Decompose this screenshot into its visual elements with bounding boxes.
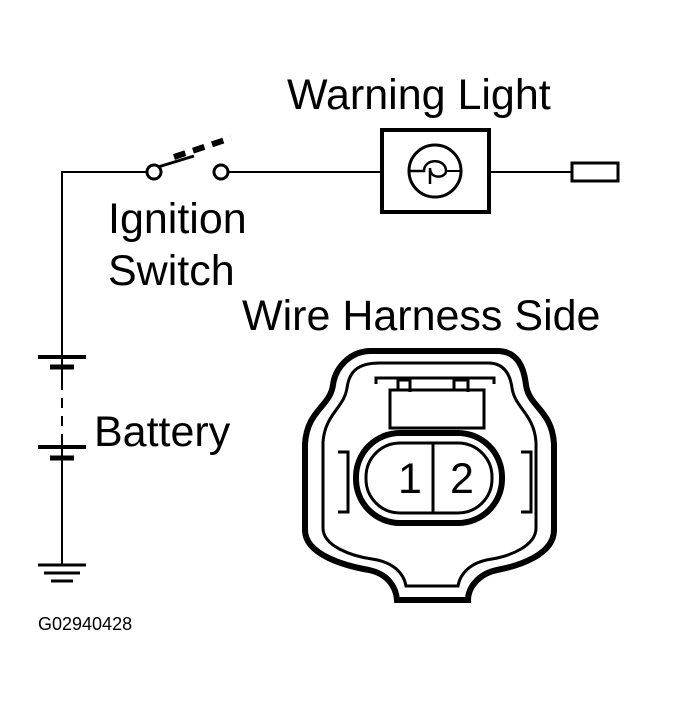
terminal-number-1: 1 [398,455,422,503]
open-switch-icon [145,135,232,181]
terminal-icon [570,161,620,183]
connector-icon [302,348,557,603]
battery-label: Battery [94,408,231,456]
battery-icon [38,355,86,461]
lamp-icon [380,128,491,214]
figure-id: G02940428 [38,614,132,634]
wire-harness-side-label: Wire Harness Side [242,292,600,340]
warning-light-label: Warning Light [287,71,551,119]
terminal-number-2: 2 [450,455,474,503]
ignition-label: Ignition [108,195,247,243]
ground-icon [38,563,86,583]
switch-label: Switch [108,247,235,295]
